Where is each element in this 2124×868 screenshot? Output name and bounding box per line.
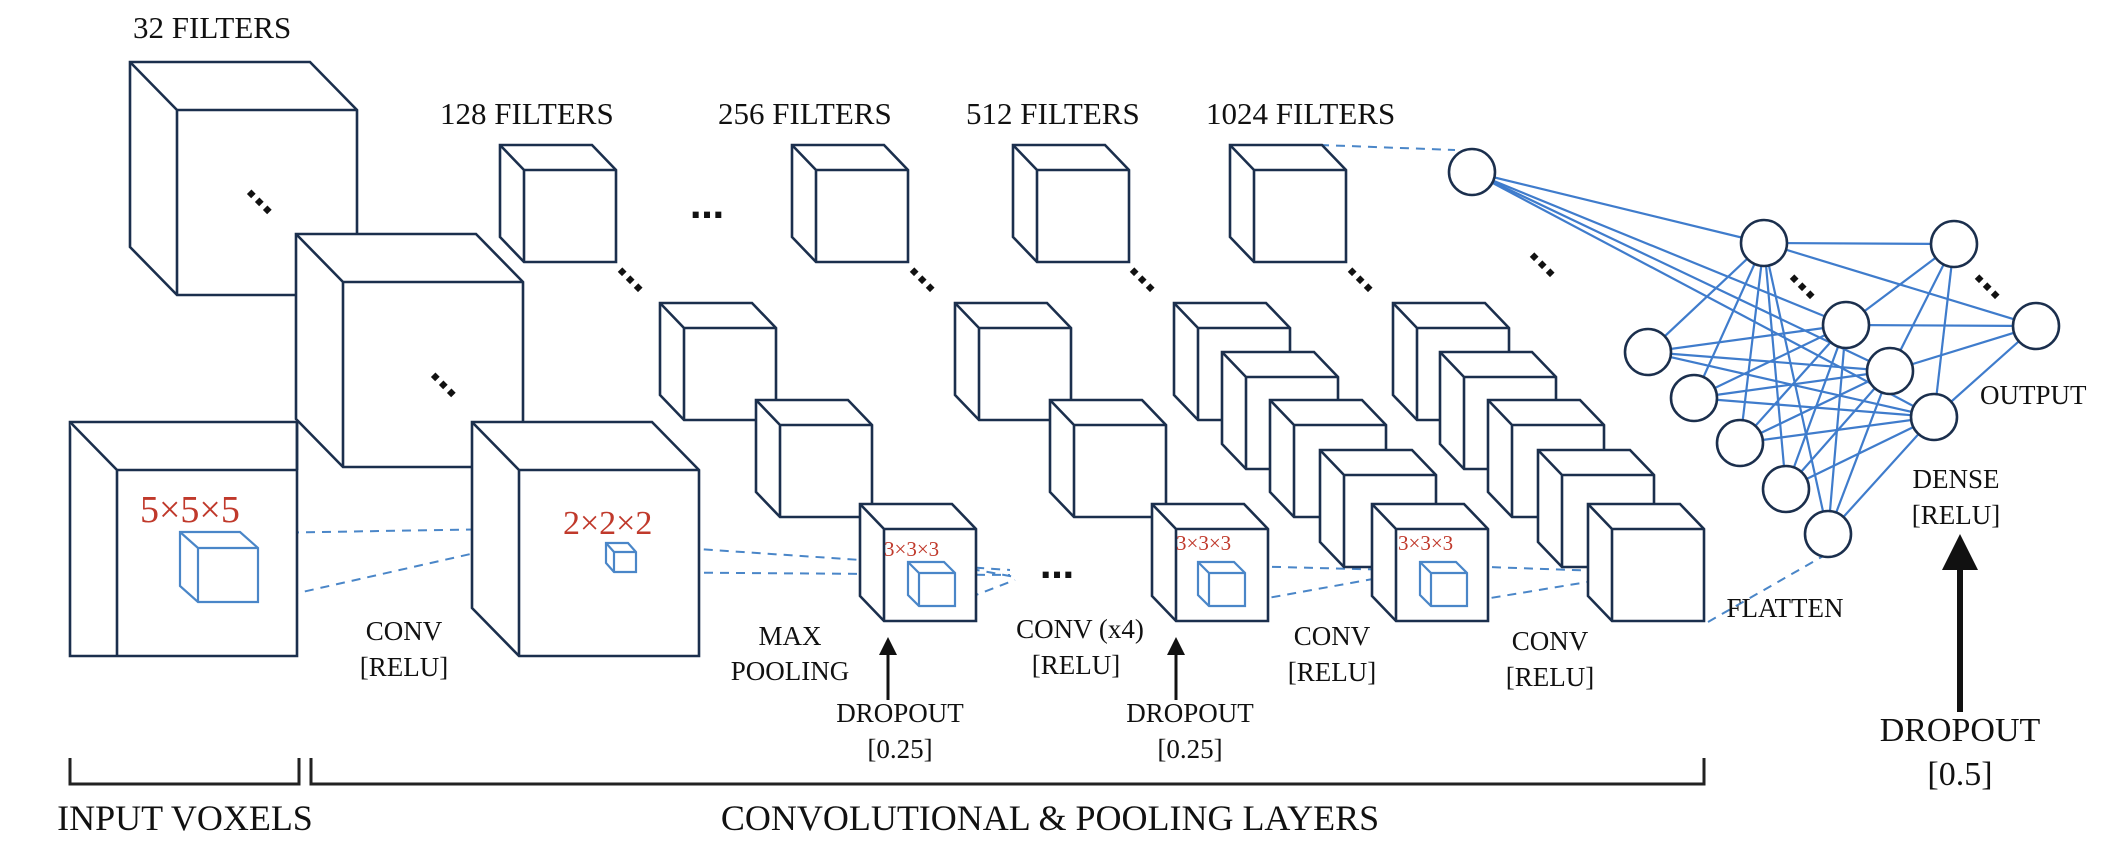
input-bracket — [68, 758, 301, 786]
label-256-filters: 256 FILTERS — [718, 96, 892, 131]
conv1-label-line1: CONV — [366, 616, 443, 646]
edge-dense-2-out-1 — [1889, 324, 2037, 373]
conv4-label-line1: CONV (x4) — [1016, 614, 1144, 644]
flatten-label: FLATTEN — [1727, 593, 1844, 623]
filter-cube-256-3 — [1048, 398, 1168, 519]
kernel-cube-3c — [1418, 560, 1469, 608]
dense-label-line1: DENSE — [1913, 464, 2000, 494]
dense-label-line2: [RELU] — [1912, 500, 2000, 530]
edge-flat-0-dense-1 — [1647, 323, 1847, 354]
maxpool-label-line1: MAX — [758, 621, 822, 651]
ellipsis-row-b: … — [1040, 547, 1074, 587]
dense-node-2 — [1865, 346, 1915, 396]
filter-cube-1024-1 — [1228, 143, 1348, 264]
flatten-node-2 — [1715, 418, 1765, 468]
edge-flat-1-dense-0 — [1692, 242, 1766, 399]
flatten-node-0 — [1623, 327, 1673, 377]
output-node-1 — [2011, 301, 2061, 351]
conv1-label-line2: [RELU] — [360, 652, 448, 682]
conv-c-label-line1: CONV — [1512, 626, 1589, 656]
ellipsis-128: … — [610, 248, 662, 300]
conv-pool-bracket — [309, 758, 1706, 786]
label-128-filters: 128 FILTERS — [440, 96, 614, 131]
ellipsis-256: … — [902, 248, 954, 300]
conv-b-label-line1: CONV — [1294, 621, 1371, 651]
dropout1-label-line2: [0.25] — [867, 734, 932, 764]
conv-b-label-line2: [RELU] — [1288, 657, 1376, 687]
edge-dense-0-out-0 — [1763, 241, 1955, 246]
edge-flat-4-dense-1 — [1826, 324, 1848, 535]
filter-cube-1024-6 — [1586, 502, 1706, 623]
edge-dense-1-out-1 — [1845, 323, 2037, 328]
flatten-node-4 — [1803, 509, 1853, 559]
edge-top-to-dense-1 — [1471, 170, 1847, 327]
dense-node-1 — [1821, 300, 1871, 350]
kernel-cube-3a — [906, 560, 957, 608]
filter-cube-512-1 — [1011, 143, 1131, 264]
edge-dense-3-out-0 — [1932, 243, 1956, 418]
label-1024-filters: 1024 FILTERS — [1206, 96, 1395, 131]
dropout2-label-line2: [0.25] — [1157, 734, 1222, 764]
dense-nodes — [1447, 147, 2061, 559]
maxpool-label-line2: POOLING — [731, 656, 850, 686]
section-conv-pool: CONVOLUTIONAL & POOLING LAYERS — [721, 798, 1379, 838]
edge-flat-0-dense-0 — [1647, 242, 1765, 353]
section-input-voxels: INPUT VOXELS — [57, 798, 313, 838]
edge-top-to-dense-0 — [1471, 170, 1765, 245]
ellipsis-1024: … — [1340, 248, 1392, 300]
dropout2-label-line1: DROPOUT — [1126, 698, 1254, 728]
kernel-label-5: 5×5×5 — [140, 489, 240, 531]
kernel-label-3b: 3×3×3 — [1176, 531, 1231, 555]
ellipsis-net-a: … — [1522, 233, 1574, 285]
ellipsis-row-a: … — [690, 187, 724, 227]
dropout3-label-line1: DROPOUT — [1880, 712, 2041, 749]
output-node-0 — [1929, 219, 1979, 269]
filter-cube-256-1 — [790, 143, 910, 264]
filter-cube-128-1 — [498, 143, 618, 264]
filter-cube-32-mid — [294, 232, 525, 469]
dense-node-0 — [1739, 218, 1789, 268]
edge-flat-3-dense-0 — [1762, 242, 1788, 490]
label-512-filters: 512 FILTERS — [966, 96, 1140, 131]
flatten-node-1 — [1669, 373, 1719, 423]
flatten-node-top — [1447, 147, 1497, 197]
kernel-cube-5 — [178, 530, 260, 604]
edge-flat-3-dense-1 — [1784, 324, 1848, 490]
edge-flat-4-dense-3 — [1827, 416, 1935, 535]
kernel-label-2: 2×2×2 — [563, 505, 652, 542]
edge-flat-3-dense-3 — [1785, 416, 1935, 490]
edge-flat-4-dense-0 — [1762, 242, 1830, 535]
kernel-cube-2 — [604, 541, 638, 574]
kernel-label-3c: 3×3×3 — [1398, 531, 1453, 555]
edge-flat-2-dense-1 — [1739, 324, 1847, 444]
edge-flat-4-dense-2 — [1826, 370, 1892, 535]
filter-cube-32-front — [470, 420, 701, 658]
flatten-node-3 — [1761, 464, 1811, 514]
ellipsis-net-c: … — [1967, 255, 2019, 307]
dropout1-label-line1: DROPOUT — [836, 698, 964, 728]
conv4-label-line2: [RELU] — [1032, 650, 1120, 680]
kernel-label-3a: 3×3×3 — [884, 537, 939, 561]
kernel-cube-3b — [1196, 560, 1247, 608]
dropout3-label-line2: [0.5] — [1927, 756, 1992, 793]
filter-cube-128-3 — [754, 398, 874, 519]
dense-node-3 — [1909, 392, 1959, 442]
edge-flat-1-dense-1 — [1693, 324, 1847, 399]
output-label: OUTPUT — [1980, 380, 2087, 410]
label-32-filters: 32 FILTERS — [133, 10, 291, 45]
conv-c-label-line2: [RELU] — [1506, 662, 1594, 692]
edge-flat-2-dense-0 — [1738, 242, 1766, 444]
